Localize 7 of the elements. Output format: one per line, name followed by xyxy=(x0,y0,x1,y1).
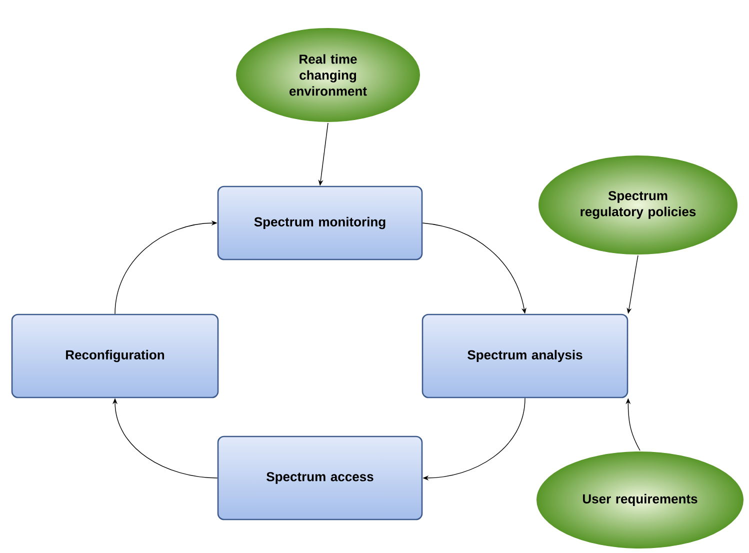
process-box: Reconfiguration xyxy=(11,314,219,398)
ellipse-node: Spectrum regulatory policies xyxy=(538,154,738,256)
ellipse-node: User requirements xyxy=(536,450,744,550)
process-box: Spectrum analysis xyxy=(422,314,628,398)
process-box: Spectrum access xyxy=(217,436,423,520)
ellipse-node: Real time changing environment xyxy=(235,27,421,123)
process-box: Spectrum monitoring xyxy=(217,186,423,260)
